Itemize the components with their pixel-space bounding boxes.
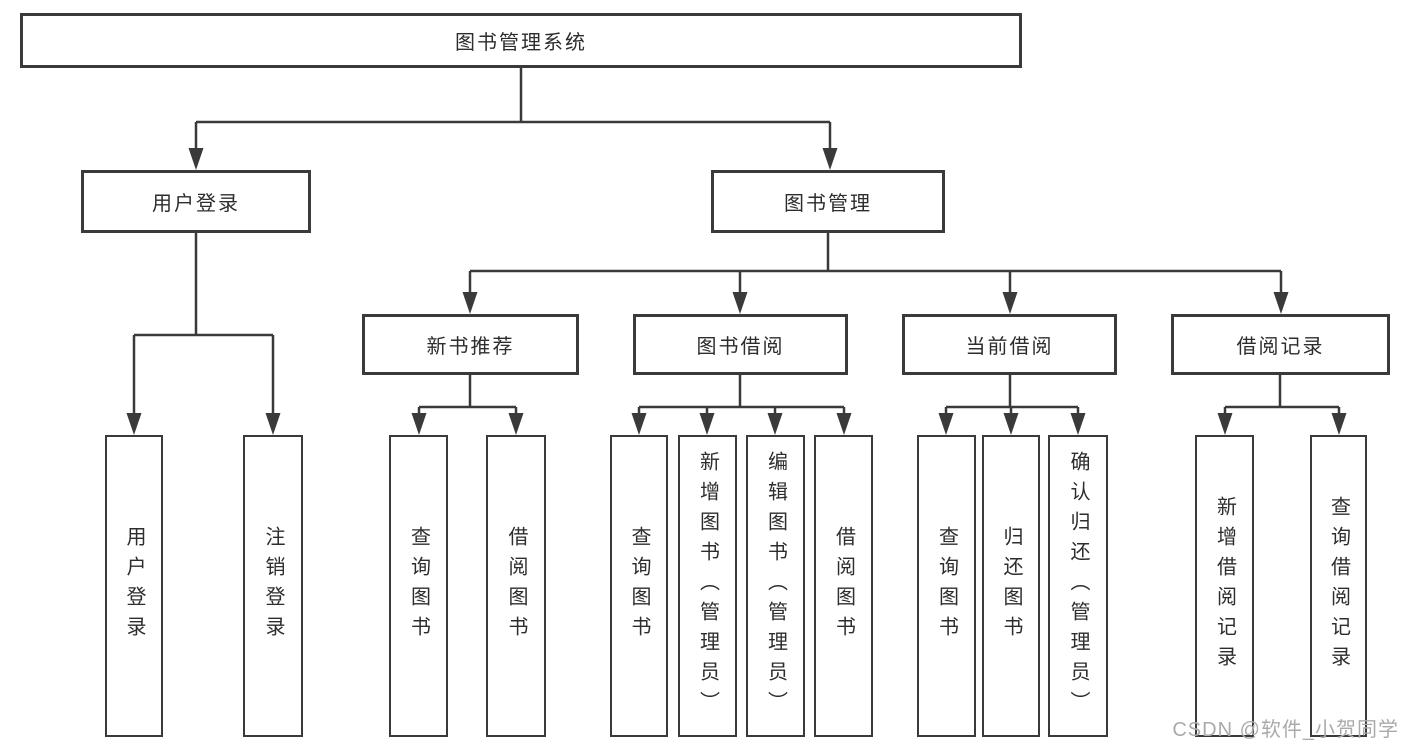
leaf-query-books-current: 查询图书 <box>917 435 976 737</box>
node-new-book-recommend: 新书推荐 <box>362 314 579 375</box>
leaf-edit-books-admin: 编辑图书（管理员） <box>746 435 805 737</box>
arrowheads <box>126 148 1347 435</box>
leaf-add-borrow-record: 新增借阅记录 <box>1195 435 1254 737</box>
node-borrow-records: 借阅记录 <box>1171 314 1390 375</box>
node-library-management-system: 图书管理系统 <box>20 13 1022 68</box>
leaf-query-books-recommend: 查询图书 <box>389 435 448 737</box>
leaf-logout: 注销登录 <box>243 435 303 737</box>
node-book-borrow: 图书借阅 <box>633 314 848 375</box>
leaf-return-books: 归还图书 <box>982 435 1040 737</box>
leaf-borrow-books: 借阅图书 <box>814 435 873 737</box>
node-user-login: 用户登录 <box>81 170 311 233</box>
leaf-query-borrow-record: 查询借阅记录 <box>1310 435 1367 737</box>
leaf-query-books-borrow: 查询图书 <box>610 435 668 737</box>
csdn-watermark: CSDN @软件_小贺同学 <box>1172 719 1399 741</box>
leaf-borrow-books-recommend: 借阅图书 <box>486 435 546 737</box>
node-current-borrow: 当前借阅 <box>902 314 1117 375</box>
leaf-confirm-return-admin: 确认归还（管理员） <box>1048 435 1108 737</box>
node-book-management: 图书管理 <box>711 170 945 233</box>
leaf-user-login: 用户登录 <box>105 435 163 737</box>
leaf-add-books-admin: 新增图书（管理员） <box>678 435 737 737</box>
